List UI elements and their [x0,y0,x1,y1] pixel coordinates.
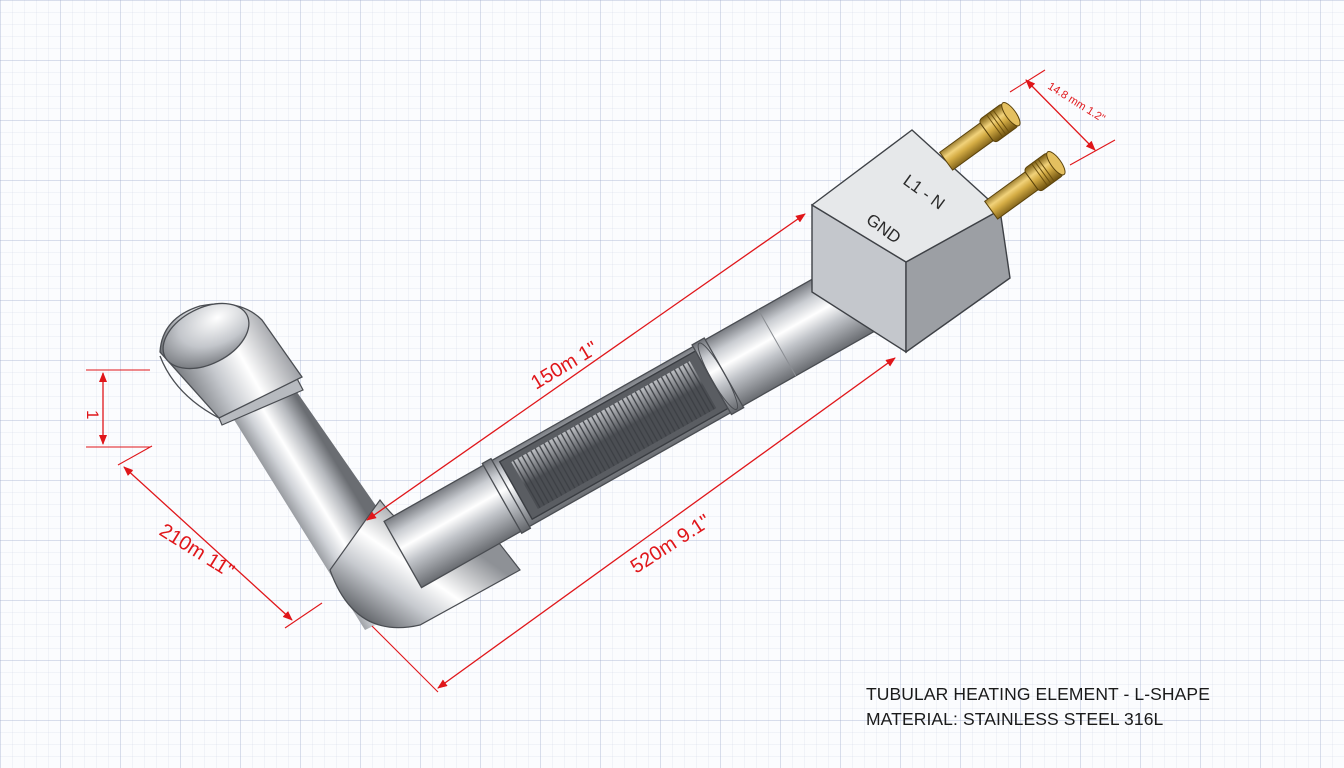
dimension-cap-height-label: 1 [83,410,102,419]
title-block-line-2: MATERIAL: STAINLESS STEEL 316L [866,709,1164,729]
terminal-pin-upper [939,101,1021,171]
dimension-leg-length-label: 210m 11" [155,520,237,583]
dimension-cap-height: 1 [83,369,150,448]
dimension-pin-spacing-label: 14.8 mm 1.2" [1045,80,1107,125]
dimension-pin-spacing: 14.8 mm 1.2" [1009,69,1116,166]
end-cap [159,302,304,426]
title-block-line-1: TUBULAR HEATING ELEMENT - L-SHAPE [866,684,1210,704]
terminal-pin-lower [984,150,1066,220]
dimension-upper-length-label: 150m 1" [527,337,602,394]
title-block: TUBULAR HEATING ELEMENT - L-SHAPE MATERI… [866,682,1210,732]
